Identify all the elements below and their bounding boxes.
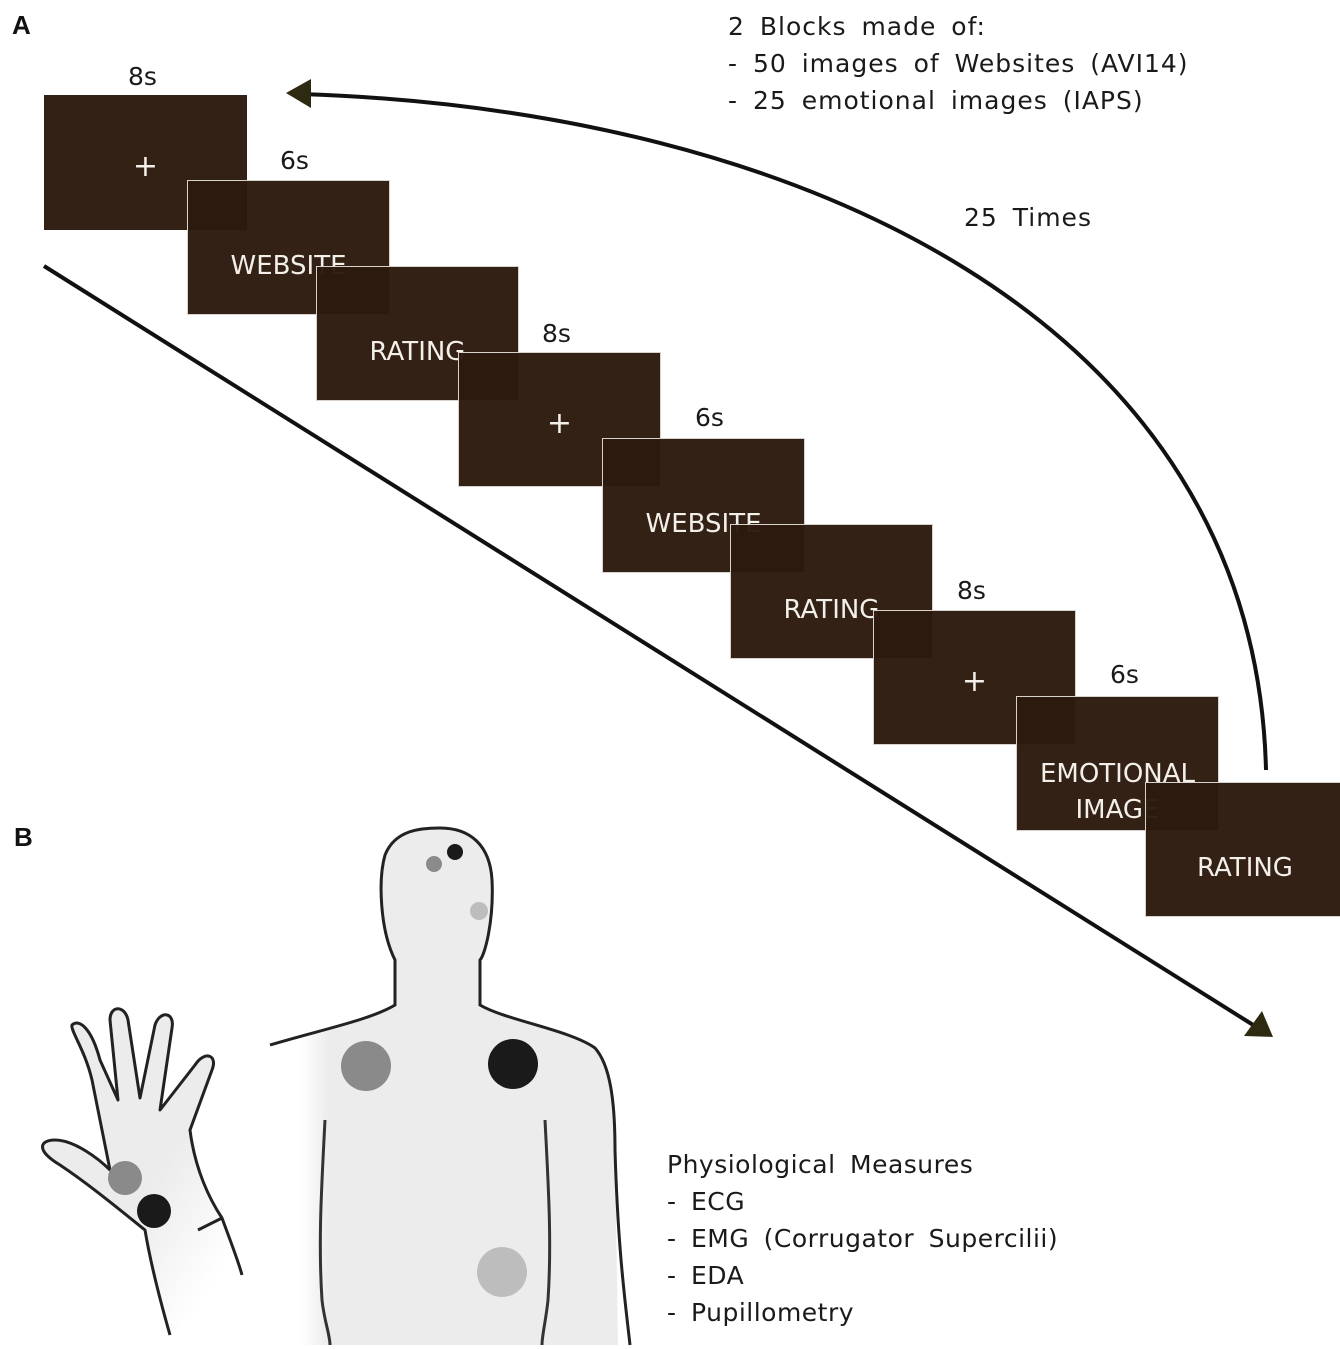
torso-figure	[270, 828, 630, 1345]
duration-label: 8s	[128, 62, 157, 91]
measure-item-emg: EMG (Corrugator Supercilii)	[667, 1220, 1058, 1257]
duration-label: 6s	[280, 146, 309, 175]
measure-item-eda: EDA	[667, 1257, 1058, 1294]
duration-label: 8s	[957, 576, 986, 605]
electrode-hand-gray	[108, 1161, 142, 1195]
measure-item-pupillometry: Pupillometry	[667, 1294, 1058, 1331]
duration-label: 6s	[695, 403, 724, 432]
measures-title: Physiological Measures	[667, 1146, 1058, 1183]
repeat-arrowhead	[286, 79, 311, 108]
trial-box-rating-3: RATING	[1145, 782, 1340, 917]
fixation-cross: +	[962, 664, 987, 700]
electrode-abdomen-light	[477, 1247, 527, 1297]
electrode-forehead-black	[447, 844, 463, 860]
duration-label: 6s	[1110, 660, 1139, 689]
measures-list: Physiological Measures ECG EMG (Corrugat…	[667, 1146, 1058, 1331]
box-label: RATING	[784, 592, 880, 628]
box-label: RATING	[1197, 850, 1293, 886]
duration-label: 8s	[542, 319, 571, 348]
fixation-cross: +	[547, 406, 572, 442]
electrode-chest-black	[488, 1039, 538, 1089]
electrode-forehead-gray	[426, 856, 442, 872]
electrode-hand-black	[137, 1194, 171, 1228]
hand-figure	[43, 1009, 243, 1335]
electrode-temple-light	[470, 902, 488, 920]
box-label: RATING	[370, 334, 466, 370]
panel-b-label: B	[14, 822, 33, 853]
measure-item-ecg: ECG	[667, 1183, 1058, 1220]
fixation-cross: +	[133, 149, 158, 185]
electrode-chest-gray	[341, 1041, 391, 1091]
